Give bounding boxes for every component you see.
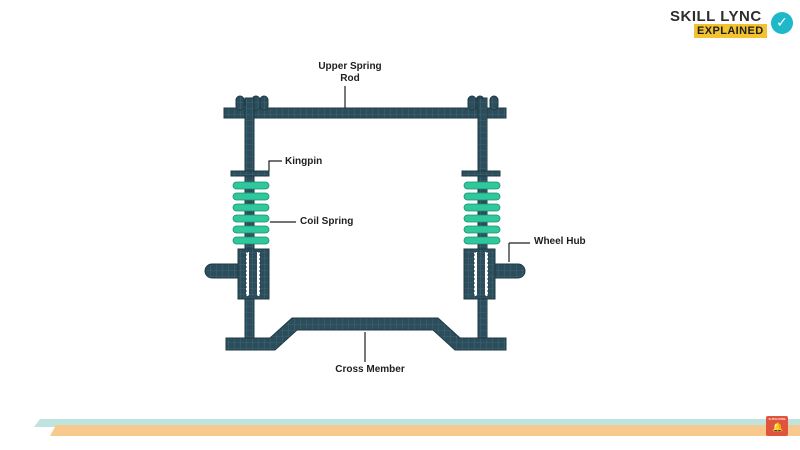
cross-member-label: Cross Member: [335, 364, 405, 375]
left-wheel-hub: [204, 248, 270, 300]
bottom-stripes: [34, 419, 800, 436]
upper-spring-rod-label-line1: Upper Spring: [318, 61, 382, 72]
leader-lines: [268, 86, 530, 362]
logo-wordmark: SKILL LYNC: [670, 8, 762, 25]
upper-spring-rod-label-line2: Rod: [340, 73, 360, 84]
kingpin-label: Kingpin: [285, 156, 323, 167]
bell-icon: 🔔: [772, 423, 784, 433]
upper-spring-rod: [223, 95, 507, 119]
check-badge-icon: ✓: [771, 12, 793, 34]
upper-spring-rod-label: Upper Spring Rod: [300, 61, 400, 85]
skill-lync-logo: SKILL LYNC EXPLAINED ✓: [670, 8, 794, 38]
right-wheel-hub: [463, 248, 526, 300]
right-coil-spring: [463, 181, 501, 245]
logo-explained-badge: EXPLAINED: [694, 24, 767, 38]
left-coil-spring: [232, 181, 270, 245]
subscribe-label: SUBSCRIBE: [768, 417, 786, 421]
subscribe-button[interactable]: SUBSCRIBE 🔔: [766, 416, 788, 436]
cross-member: [225, 317, 507, 351]
wheel-hub-label: Wheel Hub: [534, 236, 586, 247]
coil-spring-label: Coil Spring: [300, 216, 354, 227]
